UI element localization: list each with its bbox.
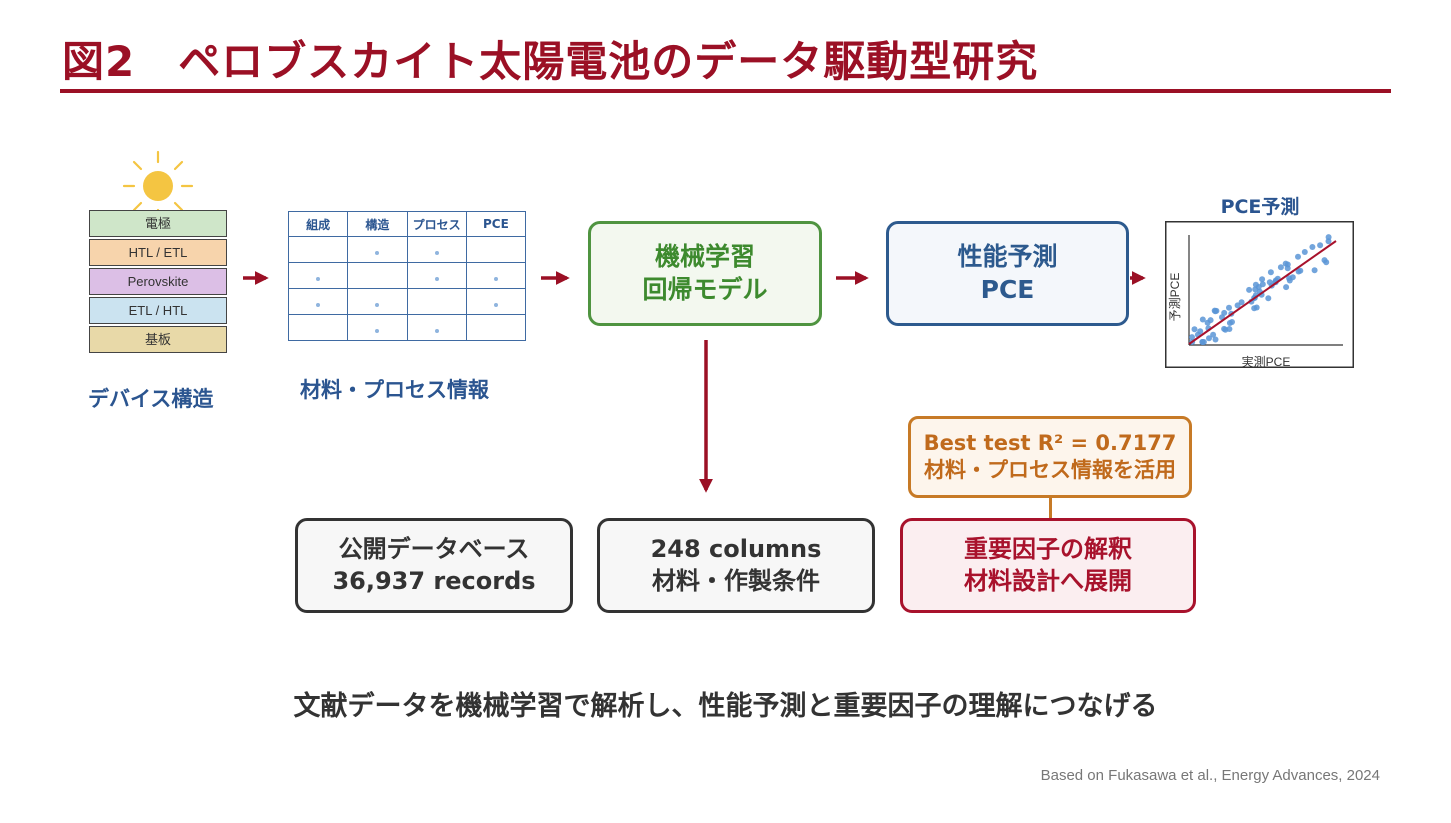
scatter-plot: 実測PCE 予測PCE	[1165, 221, 1354, 368]
ml-model-box: 機械学習 回帰モデル	[588, 221, 822, 326]
database-line1: 公開データベース	[338, 535, 530, 564]
importance-box: 重要因子の解釈 材料設計へ展開	[900, 518, 1196, 613]
material-table: 組成 構造 プロセス PCE	[287, 211, 527, 341]
scatter-point	[1221, 325, 1228, 332]
summary-text: 文献データを機械学習で解析し、性能予測と重要因子の理解につなげる	[293, 691, 1158, 722]
scatter-point	[1207, 317, 1214, 324]
scatter-point	[1226, 320, 1233, 326]
scatter-point	[1226, 326, 1233, 332]
layer-substrate: 基板	[89, 326, 227, 353]
scatter-point	[1283, 284, 1290, 291]
scatter-point	[1284, 265, 1291, 272]
scatter-point	[1206, 335, 1212, 342]
table-caption: 材料・プロセス情報	[300, 378, 489, 402]
layer-etl-htl: ETL / HTL	[89, 297, 227, 324]
database-box: 公開データベース 36,937 records	[295, 518, 573, 613]
scatter-point	[1311, 267, 1318, 274]
scatter-point	[1265, 295, 1272, 302]
scatter-point	[1266, 279, 1273, 286]
layer-perovskite: Perovskite	[89, 268, 227, 295]
scatter-point	[1191, 326, 1198, 333]
layer-electrode: 電極	[89, 210, 227, 237]
scatter-point	[1200, 339, 1207, 345]
table-row	[287, 236, 527, 263]
ml-box-line1: 機械学習	[654, 242, 755, 271]
columns-box: 248 columns 材料・作製条件	[597, 518, 875, 613]
citation: Based on Fukasawa et al., Energy Advance…	[1040, 767, 1380, 784]
sun-icon	[122, 150, 194, 222]
prediction-box: 性能予測 PCE	[886, 221, 1129, 326]
layer-htl-etl: HTL / ETL	[89, 239, 227, 266]
table-header: PCE	[465, 211, 527, 237]
scatter-point	[1199, 316, 1206, 323]
scatter-point	[1221, 309, 1228, 316]
scatter-point	[1321, 257, 1328, 264]
scatter-point	[1301, 249, 1308, 255]
scatter-point	[1234, 302, 1241, 309]
table-row	[287, 288, 527, 315]
scatter-point	[1325, 238, 1332, 245]
scatter-point	[1197, 328, 1204, 335]
scatter-point	[1277, 264, 1284, 271]
importance-line2: 材料設計へ展開	[964, 566, 1132, 595]
scatter-point	[1210, 331, 1217, 338]
columns-line2: 材料・作製条件	[652, 566, 820, 595]
prediction-box-line2: PCE	[980, 274, 1035, 304]
scatter-point	[1211, 307, 1218, 314]
columns-line1: 248 columns	[650, 535, 822, 564]
r2-line1: Best test R² = 0.7177	[923, 430, 1177, 455]
scatter-points	[1189, 234, 1332, 345]
scatter-point	[1252, 281, 1259, 288]
scatter-xlabel: 実測PCE	[1242, 354, 1291, 368]
scatter-point	[1317, 242, 1324, 249]
fit-line	[1188, 240, 1337, 345]
scatter-point	[1246, 286, 1253, 293]
table-header: 組成	[287, 211, 349, 237]
device-caption: デバイス構造	[88, 387, 214, 411]
table-row	[287, 314, 527, 341]
table-header: プロセス	[406, 211, 467, 237]
database-line2: 36,937 records	[332, 566, 536, 595]
r2-connector	[1049, 498, 1052, 518]
table-row	[287, 262, 527, 289]
importance-line1: 重要因子の解釈	[964, 535, 1132, 564]
scatter-point	[1295, 253, 1301, 260]
table-header: 構造	[347, 211, 408, 237]
prediction-box-line1: 性能予測	[957, 242, 1058, 271]
scatter-point	[1226, 304, 1232, 311]
ml-box-line2: 回帰モデル	[642, 274, 768, 304]
title-underline	[60, 89, 1391, 93]
r2-line2: 材料・プロセス情報を活用	[924, 458, 1176, 482]
scatter-point	[1189, 334, 1195, 341]
page-title: 図2 ペロブスカイト太陽電池のデータ駆動型研究	[62, 37, 1039, 86]
r2-callout: Best test R² = 0.7177 材料・プロセス情報を活用	[908, 416, 1192, 498]
scatter-point	[1295, 268, 1302, 275]
scatter-point	[1267, 269, 1274, 276]
scatter-title: PCE予測	[1220, 196, 1300, 218]
scatter-point	[1259, 276, 1266, 283]
scatter-point	[1253, 304, 1260, 311]
scatter-point	[1212, 336, 1219, 343]
scatter-point	[1309, 244, 1316, 250]
scatter-ylabel: 予測PCE	[1168, 273, 1182, 322]
scatter-point	[1289, 274, 1296, 281]
